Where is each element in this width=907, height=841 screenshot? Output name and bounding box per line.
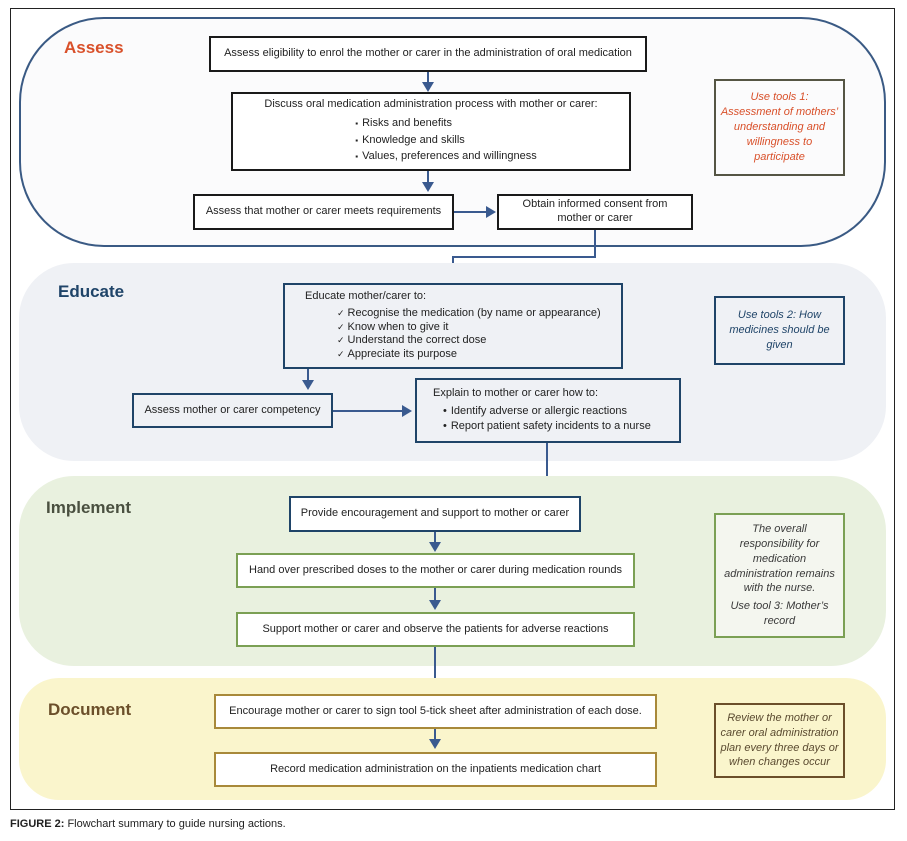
list-item: ▪Knowledge and skills	[355, 133, 465, 146]
figure-caption: FIGURE 2: Flowchart summary to guide nur…	[10, 818, 286, 830]
implement-step-handover: Hand over prescribed doses to the mother…	[236, 553, 635, 588]
assess-title: Assess	[64, 38, 124, 57]
implement-step-encourage: Provide encouragement and support to mot…	[289, 496, 581, 532]
arrow-down-icon	[429, 739, 441, 749]
assess-step-discuss: Discuss oral medication administration p…	[231, 92, 631, 171]
arrow-down-icon	[422, 182, 434, 192]
arrow-line	[546, 443, 548, 486]
caption-text: Flowchart summary to guide nursing actio…	[64, 818, 286, 830]
caption-label: FIGURE 2:	[10, 818, 65, 830]
arrow-line	[434, 729, 436, 740]
assess-step-eligibility: Assess eligibility to enrol the mother o…	[209, 36, 647, 72]
implement-title: Implement	[46, 498, 132, 517]
arrow-down-icon	[302, 380, 314, 390]
arrow-line	[427, 171, 429, 184]
check-icon: ✓	[337, 349, 345, 360]
arrow-line	[594, 230, 596, 258]
list-item: ✓Know when to give it	[337, 320, 449, 333]
list-item: ✓Understand the correct dose	[337, 334, 487, 347]
arrow-down-icon	[429, 542, 441, 552]
arrow-line	[434, 647, 436, 681]
educate-step-competency: Assess mother or carer competency	[132, 393, 333, 428]
document-note: Review the mother or carer oral administ…	[714, 703, 845, 778]
assess-step-requirements: Assess that mother or carer meets requir…	[193, 194, 454, 230]
document-title: Document	[48, 700, 132, 719]
educate-step-educate: Educate mother/carer to: ✓Recognise the …	[283, 283, 623, 369]
educate-heading: Educate mother/carer to:	[305, 290, 427, 303]
figure-frame	[10, 8, 895, 810]
arrow-right-icon	[486, 206, 496, 218]
arrow-line	[454, 211, 487, 213]
document-step-record: Record medication administration on the …	[214, 752, 657, 787]
assess-note: Use tools 1: Assessment of mothers’ unde…	[714, 79, 845, 176]
discuss-list: ▪Risks and benefits ▪Knowledge and skill…	[355, 115, 537, 165]
check-icon: ✓	[337, 335, 345, 346]
list-item: ✓Recognise the medication (by name or ap…	[337, 306, 601, 319]
educate-step-explain: Explain to mother or carer how to: •Iden…	[415, 378, 681, 443]
arrow-line	[307, 369, 309, 381]
check-icon: ✓	[337, 321, 345, 332]
educate-note: Use tools 2: How medicines should be giv…	[714, 296, 845, 365]
list-item: •Report patient safety incidents to a nu…	[443, 419, 651, 432]
explain-list: •Identify adverse or allergic reactions …	[443, 404, 651, 434]
arrow-right-icon	[402, 405, 412, 417]
list-item: ✓Appreciate its purpose	[337, 348, 457, 361]
educate-title: Educate	[58, 282, 125, 301]
discuss-heading: Discuss oral medication administration p…	[264, 98, 598, 111]
arrow-line	[434, 588, 436, 601]
implement-note: The overall responsibility for medicatio…	[714, 513, 845, 638]
arrow-line	[427, 72, 429, 84]
list-item: ▪Risks and benefits	[355, 117, 452, 130]
arrow-line	[452, 256, 596, 258]
check-icon: ✓	[337, 307, 345, 318]
arrow-line	[434, 532, 436, 543]
implement-note-responsibility: The overall responsibility for medicatio…	[724, 523, 835, 595]
educate-list: ✓Recognise the medication (by name or ap…	[337, 307, 601, 362]
arrow-down-icon	[422, 82, 434, 92]
list-item: •Identify adverse or allergic reactions	[443, 405, 627, 418]
arrow-down-icon	[429, 600, 441, 610]
assess-step-consent: Obtain informed consent from mother or c…	[497, 194, 693, 230]
list-item: ▪Values, preferences and willingness	[355, 150, 537, 163]
explain-heading: Explain to mother or carer how to:	[433, 387, 599, 400]
implement-note-tool: Use tool 3: Mother’s record	[730, 600, 829, 628]
document-step-sign: Encourage mother or carer to sign tool 5…	[214, 694, 657, 729]
arrow-line	[333, 410, 403, 412]
implement-step-observe: Support mother or carer and observe the …	[236, 612, 635, 647]
